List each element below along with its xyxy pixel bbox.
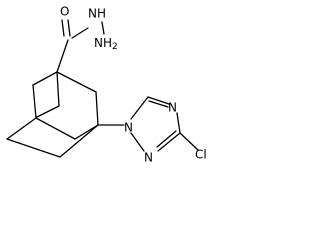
chemical-structure: O NH NH2 N N N Cl (6, 5, 207, 165)
triazole-bond-c5-n4-b (148, 100, 169, 108)
triazole-ring (130, 96, 199, 152)
triazole-bond-c3-n2-b (156, 130, 177, 148)
atom-label-nh2-subscript: 2 (112, 42, 118, 52)
adamantane-bond (95, 91, 99, 126)
triazole-bond-c5-n4-a (147, 96, 170, 105)
adamantane-bond (59, 124, 99, 158)
adamantane-cage (6, 71, 99, 158)
bond-c3-cl (179, 132, 199, 151)
adamantane-bond (6, 117, 37, 140)
adamantane-bond (32, 71, 58, 86)
atom-label-n1: N (124, 121, 133, 135)
atom-label-n4: N (168, 101, 177, 115)
adamantane-bond (56, 71, 60, 107)
adamantane-bond (6, 138, 61, 158)
hydrazide-group (56, 19, 105, 73)
adamantane-bond (35, 117, 76, 140)
bond-co-double-a (61, 19, 65, 37)
triazole-bond-n2-n1 (130, 132, 145, 152)
bond-c-n (71, 27, 89, 39)
adamantane-bond (32, 84, 37, 119)
atom-label-nh2-main: NH (94, 36, 112, 50)
adamantane-bond (56, 71, 97, 93)
bond-c1-carbonyl (56, 39, 69, 73)
triazole-bond-n4-c3 (176, 112, 181, 134)
atom-label-o: O (60, 5, 69, 19)
triazole-bond-n1-c5 (130, 96, 149, 120)
adamantane-bond (36, 105, 60, 118)
atom-label-cl: Cl (195, 148, 207, 162)
bond-co-double-b (67, 19, 71, 37)
atom-label-n2: N (144, 151, 153, 165)
adamantane-bond (74, 124, 99, 140)
atom-label-nh: NH (88, 7, 106, 21)
atom-label-nh2: NH2 (94, 36, 118, 52)
bond-n-n (101, 21, 105, 35)
triazole-bond-c3-n2-a (157, 132, 181, 152)
